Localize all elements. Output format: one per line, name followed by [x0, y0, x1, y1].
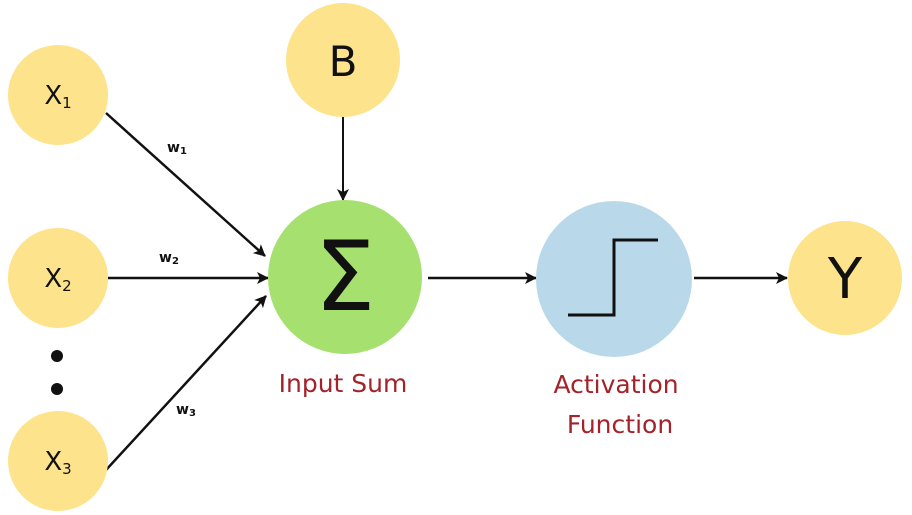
input-label: X — [44, 81, 62, 111]
input-label: X — [44, 447, 62, 477]
bias-node: B — [286, 3, 400, 117]
weight-label-w3: w3 — [176, 402, 196, 419]
activation-caption: Activation Function — [553, 370, 686, 439]
weight-letter: w — [176, 402, 189, 418]
weight-letter: w — [167, 140, 180, 156]
sum-caption: Input Sum — [279, 369, 408, 398]
input-circle — [8, 411, 108, 511]
input-node-x1: X1 — [8, 45, 108, 145]
edge-x1-sum — [105, 112, 266, 257]
input-circle — [8, 45, 108, 145]
input-node-x3: X3 — [8, 411, 108, 511]
activation-caption-line1: Activation — [553, 370, 678, 399]
input-circle — [8, 228, 108, 328]
output-node: Y — [788, 221, 902, 335]
bias-circle — [286, 3, 400, 117]
input-subscript: 2 — [62, 277, 72, 295]
output-circle — [788, 221, 902, 335]
ellipsis-dot — [51, 350, 63, 362]
input-node-x2: X2 — [8, 228, 108, 328]
output-label: Y — [827, 247, 863, 312]
ellipsis-dot — [51, 383, 63, 395]
svg-text:X2: X2 — [44, 264, 71, 295]
activation-caption-line2: Function — [567, 410, 673, 439]
connections — [105, 110, 788, 471]
ellipsis-dots — [51, 350, 63, 395]
weight-label-w1: w1 — [167, 140, 187, 157]
edge-x3-sum — [105, 295, 267, 471]
sum-circle — [268, 200, 422, 354]
weight-subscript: 3 — [189, 408, 196, 419]
sigma-icon: Σ — [315, 221, 376, 333]
weight-letter: w — [159, 250, 172, 266]
weight-label-w2: w2 — [159, 250, 179, 267]
step-function-icon — [568, 238, 658, 317]
activation-node — [536, 201, 692, 357]
input-label: X — [44, 264, 62, 294]
weight-subscript: 2 — [172, 256, 179, 267]
bias-label: B — [329, 37, 358, 86]
weight-subscript: 1 — [180, 146, 187, 157]
svg-text:X3: X3 — [44, 447, 71, 478]
sum-node: Σ — [268, 200, 422, 354]
svg-text:X1: X1 — [44, 81, 71, 112]
input-subscript: 3 — [62, 460, 72, 478]
input-subscript: 1 — [62, 94, 72, 112]
